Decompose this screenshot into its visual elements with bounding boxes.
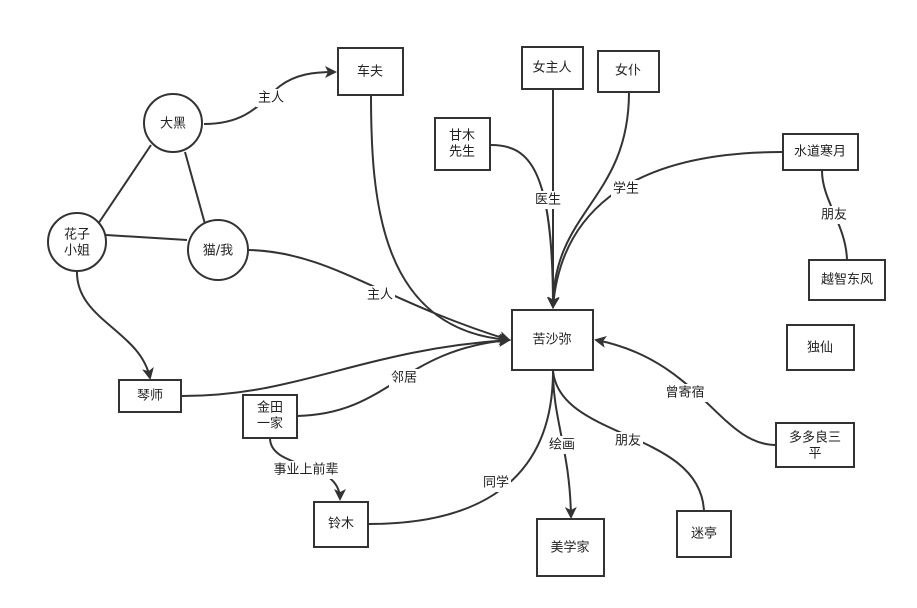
edge-label-amaki-kushami: 医生 (535, 193, 561, 208)
node-label-kaneda-line1: 金田 (257, 400, 283, 416)
edge-label-kushami-bigakusha: 绘画 (549, 438, 575, 453)
node-tatara[interactable]: 多多良三 平 (775, 422, 855, 468)
edge-label-jochu-kushami: 学生 (613, 181, 639, 197)
node-label-neko: 猫/我 (203, 244, 233, 259)
node-label-kushami: 苦沙弥 (532, 332, 571, 348)
node-label-taguro: 大黑 (160, 117, 186, 132)
node-kushami[interactable]: 苦沙弥 (511, 309, 594, 371)
edge-hanako-neko (105, 234, 188, 241)
node-label-kaneda-line2: 一家 (257, 416, 283, 432)
node-dokusen[interactable]: 独仙 (786, 324, 855, 371)
node-meitei[interactable]: 迷亭 (676, 510, 732, 558)
node-label-onna-shujin: 女主人 (532, 60, 571, 76)
edge-label-neko-kushami: 主人 (367, 288, 393, 303)
node-label-mizushima: 水道寒月 (794, 144, 846, 160)
node-label-suzuki: 铃木 (328, 517, 354, 532)
node-hanako[interactable]: 花子 小姐 (47, 212, 107, 272)
edge-jochu-kushami (547, 91, 630, 309)
edge-labels: 主人 医生 学生 朋友 主人 邻居 曾寄宿 事业上前辈 同学 绘画 朋友 (256, 89, 849, 492)
edge-taguro-hanako (97, 144, 152, 225)
edge-suzuki-kushami (368, 370, 554, 525)
edge-label-kaneda-kushami: 邻居 (391, 371, 417, 386)
node-label-bigakusha: 美学家 (550, 540, 589, 556)
node-label-hanako-line2: 小姐 (64, 244, 90, 259)
node-amaki[interactable]: 甘木 先生 (434, 117, 491, 171)
edge-label-kushami-meitei: 朋友 (615, 433, 641, 449)
node-label-amaki-line2: 先生 (449, 145, 475, 160)
node-shafu[interactable]: 车夫 (337, 47, 404, 96)
node-jochu[interactable]: 女仆 (597, 50, 660, 93)
edge-label-kaneda-suzuki: 事业上前辈 (273, 462, 338, 478)
node-label-meitei: 迷亭 (691, 526, 717, 542)
nodes: 车夫 女主人 女仆 甘木 先生 水道寒月 越智东风 (47, 46, 886, 577)
edge-label-tatara-kushami: 曾寄宿 (665, 385, 704, 401)
edge-mizushima-kushami (547, 151, 783, 309)
node-kotoshi[interactable]: 琴师 (118, 379, 182, 413)
node-suzuki[interactable]: 铃木 (313, 501, 369, 548)
node-label-amaki-line1: 甘木 (449, 129, 475, 144)
node-mizushima[interactable]: 水道寒月 (782, 133, 859, 171)
node-kaneda[interactable]: 金田 一家 (242, 394, 298, 439)
node-label-hanako-line1: 花子 (64, 227, 90, 243)
node-label-kotoshi: 琴师 (137, 389, 163, 404)
node-taguro[interactable]: 大黑 (143, 93, 203, 153)
edge-label-suzuki-kushami: 同学 (483, 475, 509, 491)
node-label-jochu: 女仆 (615, 63, 641, 79)
node-bigakusha[interactable]: 美学家 (536, 518, 605, 577)
node-label-dokusen: 独仙 (807, 341, 833, 356)
node-label-tatara-line2: 平 (808, 447, 821, 462)
node-ochi[interactable]: 越智东风 (808, 259, 886, 301)
node-neko[interactable]: 猫/我 (187, 219, 249, 281)
edge-label-taguro-shafu: 主人 (258, 91, 284, 106)
node-label-ochi: 越智东风 (821, 273, 873, 288)
edge-shafu-kushami (370, 94, 511, 346)
edge-label-mizushima-ochi: 朋友 (821, 207, 847, 223)
edge-taguro-shafu (203, 66, 337, 125)
node-label-shafu: 车夫 (357, 64, 383, 80)
node-label-tatara-line1: 多多良三 (789, 430, 841, 446)
edge-hanako-kotoshi (75, 269, 154, 380)
edge-taguro-neko (184, 151, 206, 225)
edge-neko-kushami (248, 249, 511, 343)
edge-amaki-kushami (490, 144, 559, 309)
edge-kotoshi-kushami (181, 334, 511, 397)
node-onna-shujin[interactable]: 女主人 (521, 46, 584, 90)
